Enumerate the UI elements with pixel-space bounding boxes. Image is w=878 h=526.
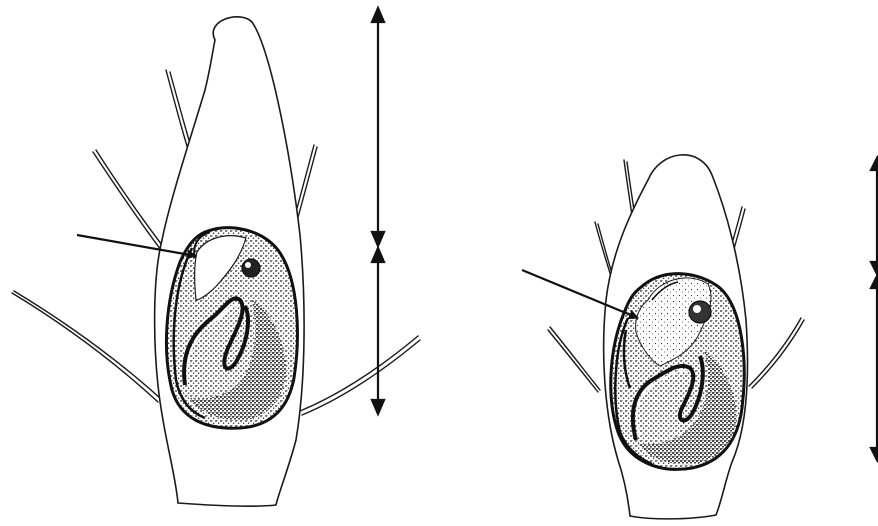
left-round-sclerite: [242, 259, 260, 277]
right-palp-drawing: [548, 155, 804, 519]
right-round-sclerite: [689, 301, 711, 323]
left-measure-bars: [372, 8, 384, 414]
left-palp-drawing: [12, 17, 420, 506]
right-measure-bars: [871, 156, 878, 462]
